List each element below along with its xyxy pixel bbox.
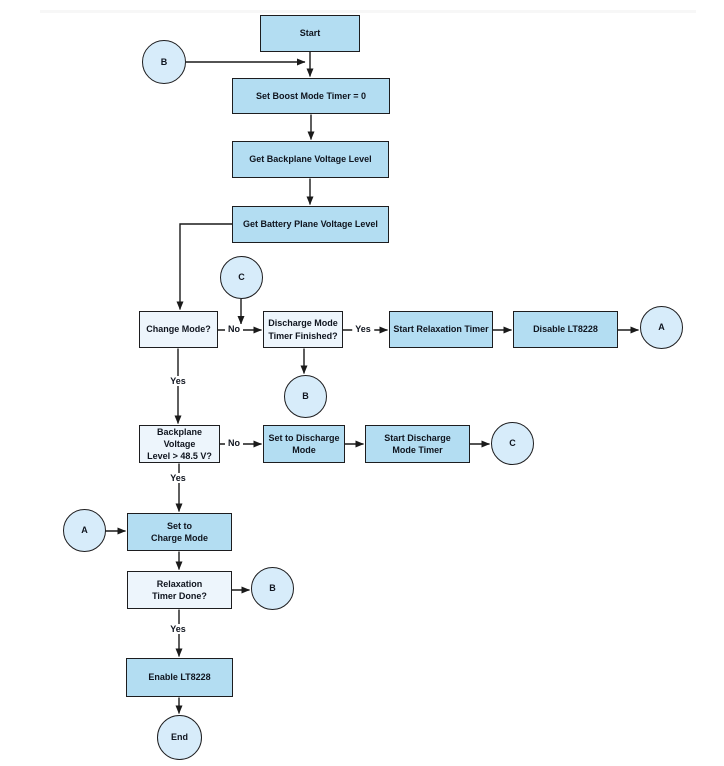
node-relaxation-timer-done: Relaxation Timer Done? [127, 571, 232, 609]
edge-label-relaxation-yes: Yes [167, 624, 189, 634]
edge-battery-to-changemode [176, 223, 232, 310]
connector-b-right: B [251, 567, 294, 610]
node-enable-lt8228: Enable LT8228 [126, 658, 233, 697]
node-change-mode: Change Mode? [139, 311, 218, 348]
node-end: End [157, 715, 202, 760]
connector-c-top: C [220, 256, 263, 299]
node-disable-lt8228: Disable LT8228 [513, 311, 618, 348]
connector-c-right: C [491, 422, 534, 465]
edge-label-change-mode-no: No [225, 324, 243, 334]
node-set-to-discharge-mode: Set to Discharge Mode [263, 425, 345, 463]
connector-a-right: A [640, 306, 683, 349]
node-discharge-mode-timer-finished: Discharge Mode Timer Finished? [263, 311, 343, 348]
node-get-backplane-voltage: Get Backplane Voltage Level [232, 141, 389, 178]
connector-b-top-left: B [142, 40, 186, 84]
edge-label-change-mode-yes: Yes [167, 376, 189, 386]
node-start: Start [260, 15, 360, 52]
node-start-relaxation-timer: Start Relaxation Timer [389, 311, 493, 348]
edge-label-backplane-yes: Yes [167, 473, 189, 483]
connector-b-middle: B [284, 375, 327, 418]
node-backplane-voltage-check: Backplane Voltage Level > 48.5 V? [139, 425, 220, 463]
node-set-to-charge-mode: Set to Charge Mode [127, 513, 232, 551]
edge-label-discharge-yes: Yes [352, 324, 374, 334]
node-get-battery-plane-voltage: Get Battery Plane Voltage Level [232, 206, 389, 243]
node-start-discharge-mode-timer: Start Discharge Mode Timer [365, 425, 470, 463]
page-top-divider [40, 10, 696, 13]
node-set-boost-mode-timer: Set Boost Mode Timer = 0 [232, 78, 390, 114]
connector-a-left: A [63, 509, 106, 552]
edge-label-backplane-no: No [225, 438, 243, 448]
